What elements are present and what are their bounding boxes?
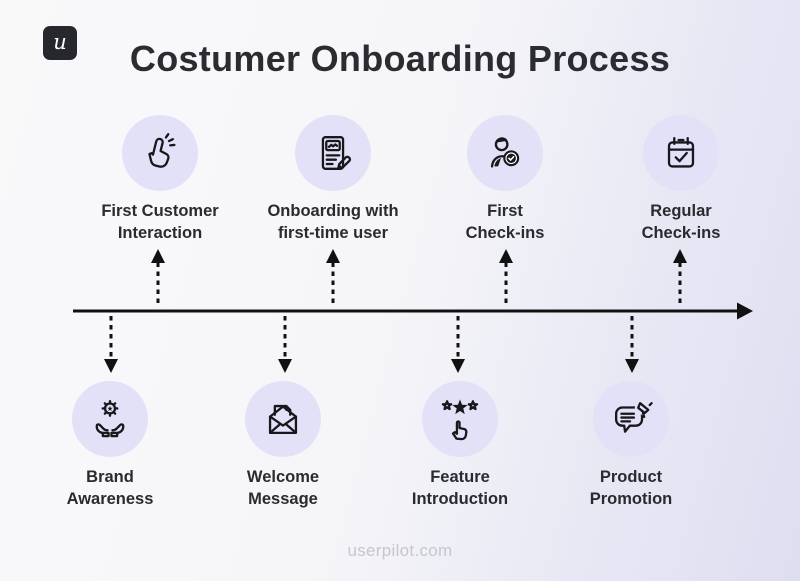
userpilot-logo: u — [43, 26, 77, 60]
up-arrow-icon — [499, 249, 513, 303]
down-arrow-icon — [104, 316, 118, 373]
item-label: Feature Introduction — [411, 468, 509, 508]
page-title: Costumer Onboarding Process — [129, 38, 671, 79]
timeline-item-first-check-ins: First Check-ins — [420, 115, 590, 244]
item-label: First Check-ins — [465, 202, 545, 242]
timeline-item-first-customer-interaction: First Customer Interaction — [75, 115, 245, 244]
timeline-item-welcome-message: Welcome Message — [198, 381, 368, 510]
item-label: Brand Awareness — [66, 468, 154, 508]
timeline-item-product-promotion: Product Promotion — [546, 381, 716, 510]
item-label: Product Promotion — [589, 468, 673, 508]
timeline-axis — [73, 302, 753, 320]
contract-signing-icon — [295, 115, 371, 191]
timeline-item-feature-introduction: Feature Introduction — [375, 381, 545, 510]
item-label: Welcome Message — [246, 468, 320, 508]
down-arrow-icon — [625, 316, 639, 373]
timeline-item-regular-check-ins: Regular Check-ins — [596, 115, 766, 244]
calendar-check-icon — [643, 115, 719, 191]
hands-gear-icon — [72, 381, 148, 457]
star-tap-icon — [422, 381, 498, 457]
up-arrow-icon — [326, 249, 340, 303]
up-arrow-icon — [673, 249, 687, 303]
website-footer: userpilot.com — [347, 541, 453, 560]
chat-megaphone-icon — [593, 381, 669, 457]
item-label: Regular Check-ins — [641, 202, 721, 242]
user-check-icon — [467, 115, 543, 191]
item-label: Onboarding with first-time user — [267, 202, 399, 242]
tap-click-icon — [122, 115, 198, 191]
down-arrow-icon — [278, 316, 292, 373]
up-arrow-icon — [151, 249, 165, 303]
item-label: First Customer Interaction — [101, 202, 219, 242]
open-envelope-icon — [245, 381, 321, 457]
timeline-item-onboarding: Onboarding with first-time user — [248, 115, 418, 244]
timeline-arrowhead-icon — [737, 302, 753, 320]
logo-letter: u — [53, 29, 67, 54]
down-arrow-icon — [451, 316, 465, 373]
timeline-item-brand-awareness: Brand Awareness — [25, 381, 195, 510]
